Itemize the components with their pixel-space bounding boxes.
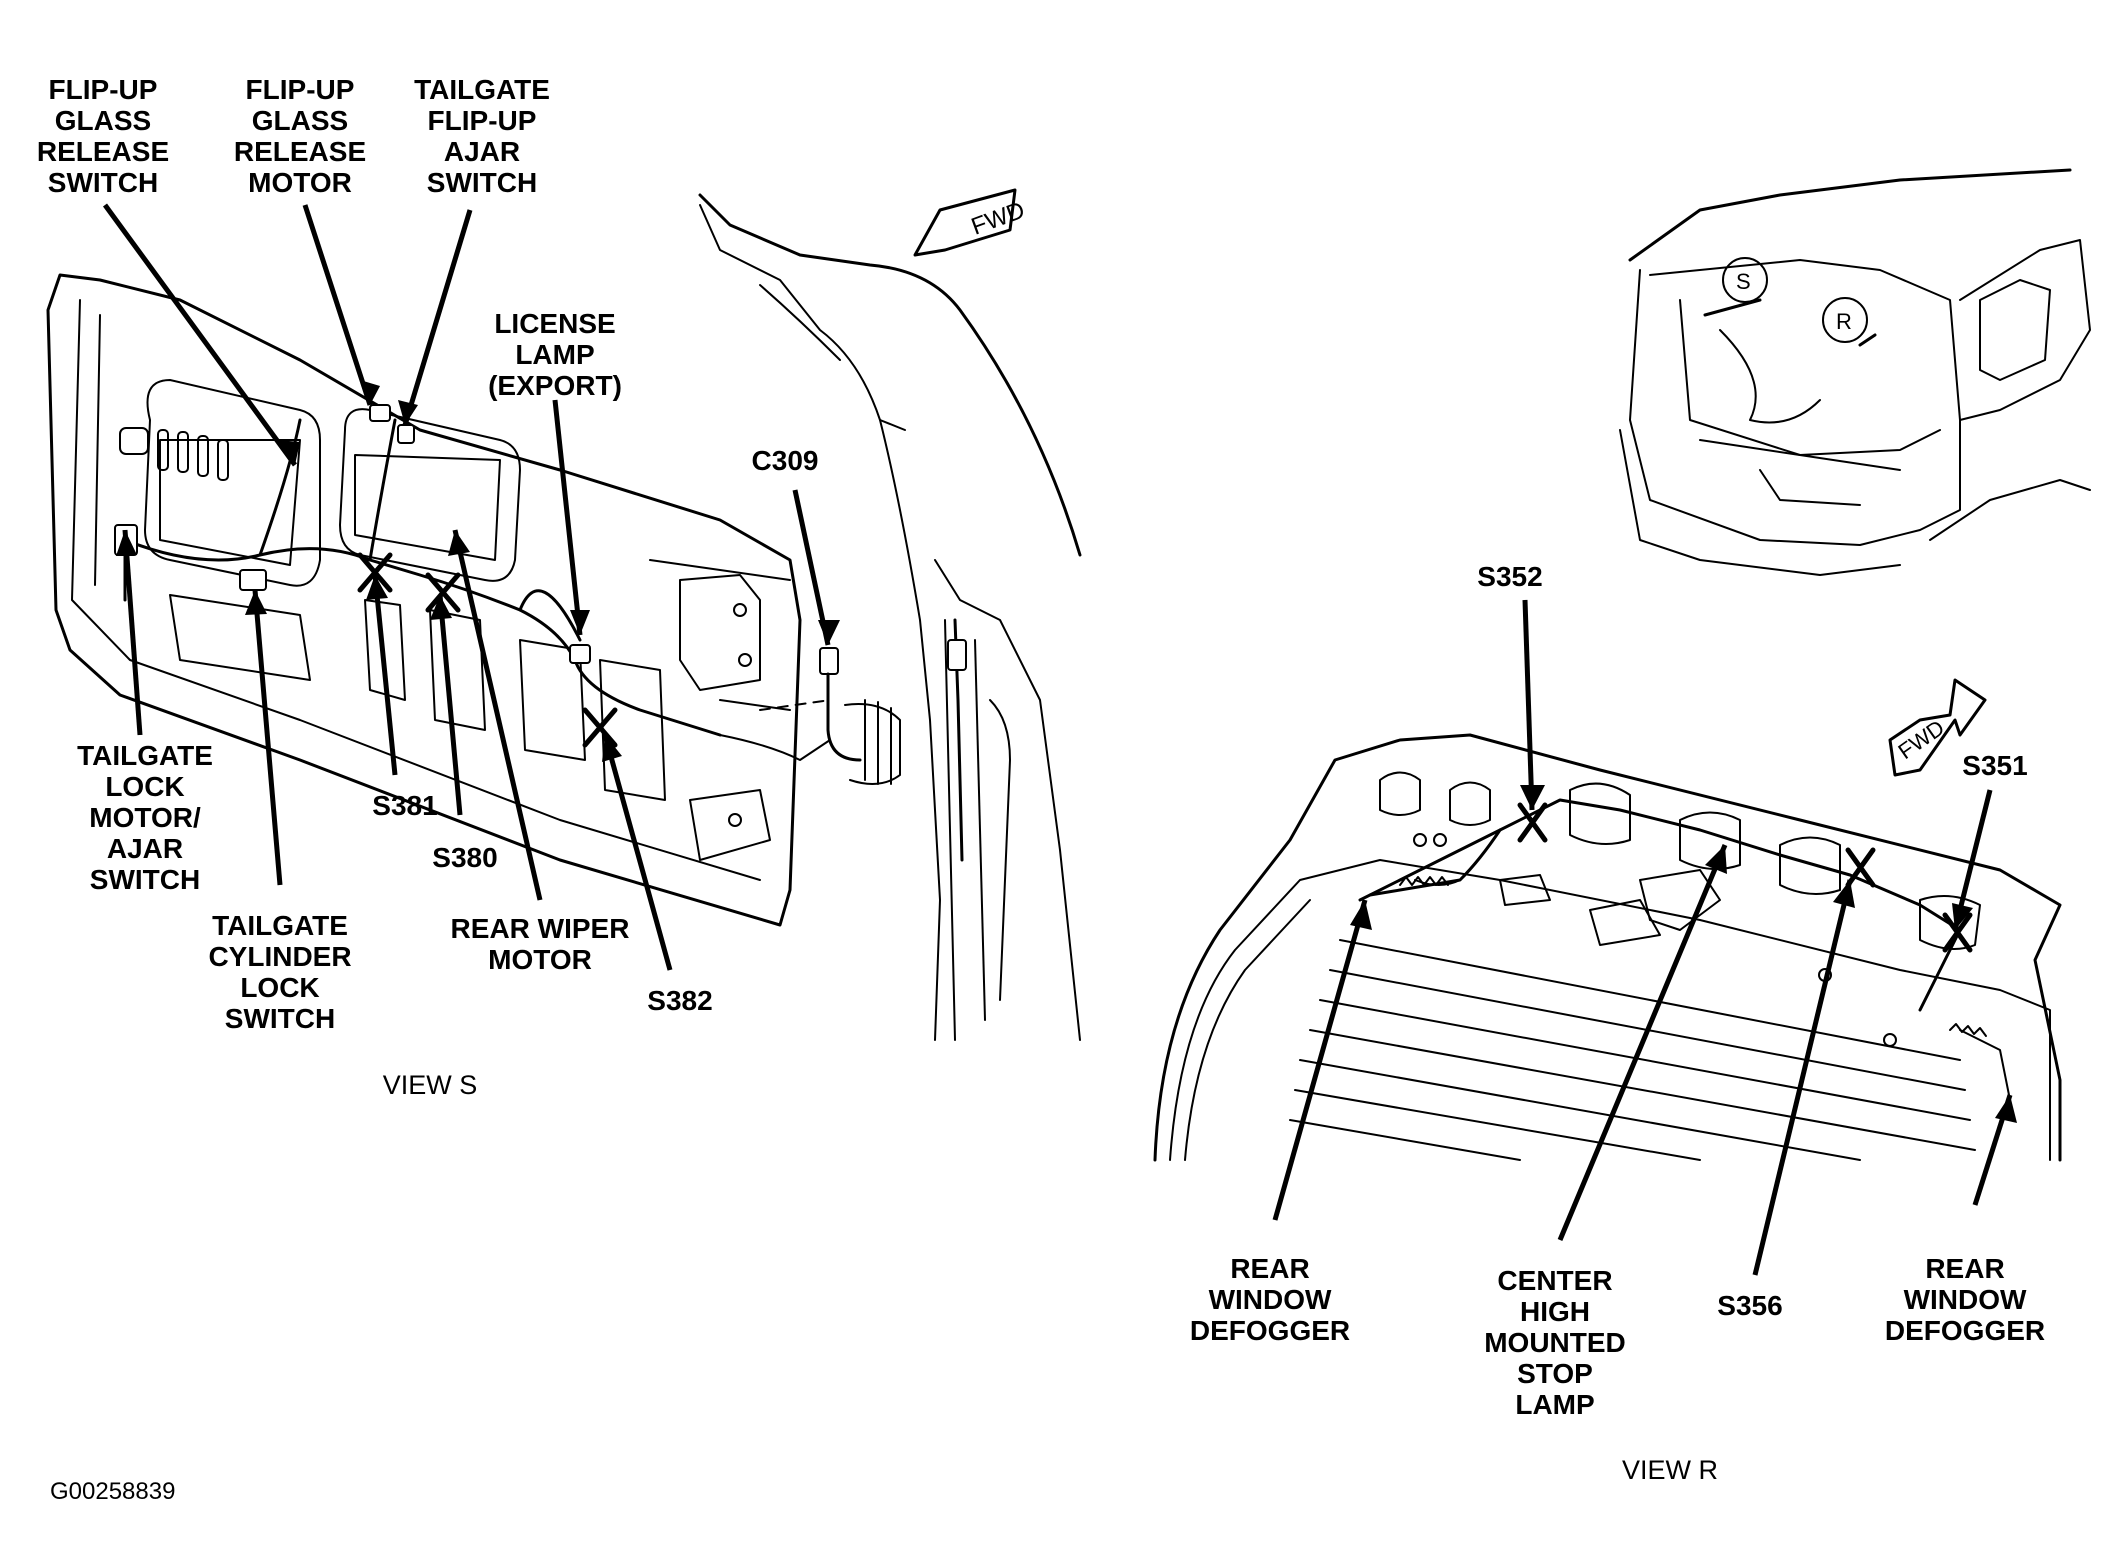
label-rear-window-defogger-left: REAR WINDOW DEFOGGER xyxy=(1189,1253,1351,1346)
view-r-inset-vehicle xyxy=(1619,168,2091,576)
callout-s: S xyxy=(1736,269,1751,294)
label-rear-wiper-motor: REAR WIPER MOTOR xyxy=(450,913,630,975)
label-s352: S352 xyxy=(1477,561,1543,592)
view-r-drawing xyxy=(1153,678,2062,1162)
label-c309: C309 xyxy=(751,445,819,476)
label-flip-up-glass-release-switch: FLIP-UP GLASS RELEASE SWITCH xyxy=(36,74,170,198)
label-rear-window-defogger-right: REAR WINDOW DEFOGGER xyxy=(1884,1253,2046,1346)
leader-lines xyxy=(102,203,2017,1276)
label-s381: S381 xyxy=(372,790,438,821)
label-tailgate-lock-motor-ajar-switch: TAILGATE LOCK MOTOR/ AJAR SWITCH xyxy=(77,740,213,895)
label-license-lamp-export: LICENSE LAMP (EXPORT) xyxy=(488,308,622,401)
label-flip-up-glass-release-motor: FLIP-UP GLASS RELEASE MOTOR xyxy=(233,74,367,198)
label-s380: S380 xyxy=(432,842,498,873)
view-r-caption: VIEW R xyxy=(1621,1455,1719,1485)
view-s-caption: VIEW S xyxy=(382,1070,478,1100)
label-tailgate-cylinder-lock-switch: TAILGATE CYLINDER LOCK SWITCH xyxy=(208,910,352,1034)
view-s-body-pillar xyxy=(698,188,1082,1041)
label-s356: S356 xyxy=(1717,1290,1783,1321)
label-s382: S382 xyxy=(647,985,713,1016)
callout-r: R xyxy=(1836,309,1852,334)
fwd-arrow-text-r: FWD xyxy=(1894,715,1949,764)
label-s351: S351 xyxy=(1962,750,2028,781)
label-center-high-mounted-stop-lamp: CENTER HIGH MOUNTED STOP LAMP xyxy=(1484,1265,1626,1420)
figure-id: G00258839 xyxy=(50,1478,176,1505)
label-tailgate-flip-up-ajar-switch: TAILGATE FLIP-UP AJAR SWITCH xyxy=(414,74,550,198)
